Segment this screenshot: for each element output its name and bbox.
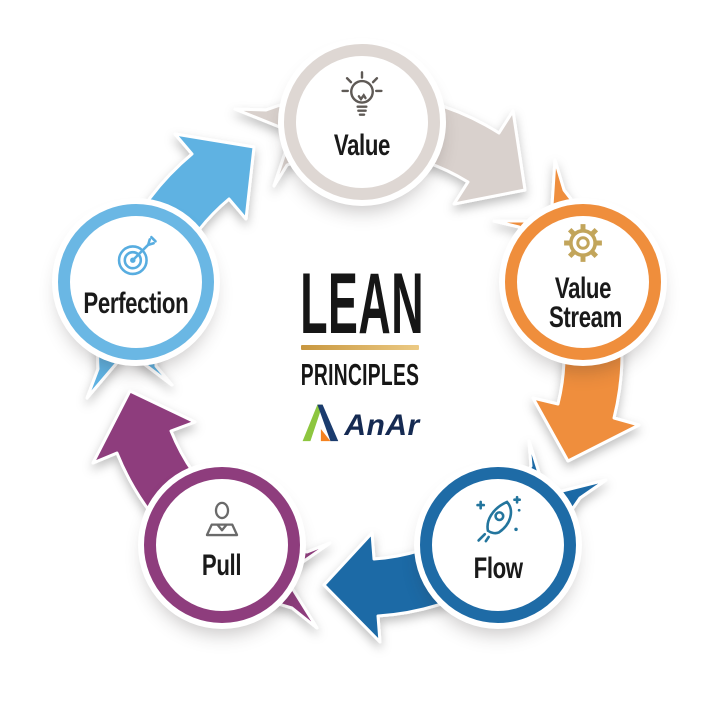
node-label: Perfection: [83, 287, 189, 321]
target-icon: [117, 236, 157, 276]
title-underline: [301, 345, 419, 351]
node-pull: Pull: [144, 467, 300, 623]
node-value-stream: Value Stream: [505, 204, 661, 360]
gear-icon: [564, 224, 602, 262]
anar-logo-text: AnAr: [344, 409, 420, 443]
anar-logo-icon: [302, 404, 339, 442]
node-label: Value: [333, 129, 391, 163]
title-principles: PRINCIPLES: [300, 357, 420, 393]
title-lean: LEAN: [300, 256, 425, 352]
node-label: Flow: [473, 552, 523, 586]
node-label: Pull: [202, 549, 242, 583]
person-icon: [205, 501, 239, 537]
node-label: Value Stream: [548, 272, 623, 334]
center-title-block: LEAN PRINCIPLES AnAr: [245, 256, 475, 444]
node-perfection: Perfection: [58, 204, 214, 360]
anar-logo: AnAr: [245, 400, 475, 444]
node-flow: Flow: [420, 467, 576, 623]
lightbulb-icon: [341, 71, 383, 117]
rocket-icon: [476, 496, 521, 543]
node-value: Value: [284, 44, 440, 200]
